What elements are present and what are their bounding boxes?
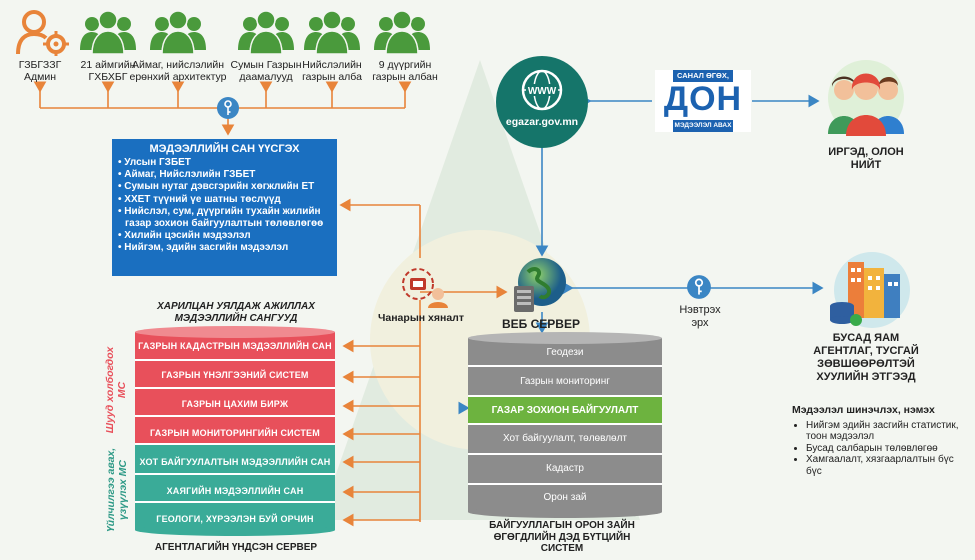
organizations-building-icon	[830, 252, 910, 328]
info-item: • Нийслэл, сум, дүүргийн тухайн жилийн г…	[118, 205, 324, 230]
list-item: Бусад салбарын төлөвлөгөө	[806, 443, 972, 455]
don-logo[interactable]: САНАЛ ӨГӨХ, ДОН МЭДЭЭЛЭЛ АВАХ	[655, 70, 751, 132]
quality-control-icon	[402, 268, 448, 308]
sdi-row-monitoring: Газрын мониторинг	[520, 375, 610, 387]
users-group-icon	[78, 10, 138, 61]
info-item: • Сумын нутаг дэвсгэрийн хөгжлийн ЕТ	[118, 181, 315, 193]
user-admin	[12, 10, 72, 61]
key-icon	[217, 97, 239, 119]
users-group-icon	[148, 10, 208, 61]
info-item: • Аймаг, Нийслэлийн ГЗБЕТ	[118, 169, 256, 181]
db-row-valuation: ГАЗРЫН ҮНЭЛГЭЭНИЙ СИСТЕМ	[161, 370, 309, 380]
spatial-data-cylinder	[468, 332, 662, 518]
www-text: WWW	[528, 86, 557, 97]
list-item: Хамгаалалт, хязгаарлалтын бүс бүс	[806, 454, 972, 477]
db-row-urban: ХОТ БАЙГУУЛАЛТЫН МЭДЭЭЛЛИЙН САН	[139, 457, 331, 467]
sdi-row-cadastre: Кадастр	[546, 462, 584, 474]
agency-server-label: АГЕНТЛАГИЙН ҮНДСЭН СЕРВЕР	[154, 542, 318, 553]
sdi-row-spatial: Орон зай	[543, 491, 587, 503]
info-box-title: МЭДЭЭЛЛИЙН САН ҮҮСГЭХ	[149, 143, 300, 155]
don-bottom-label: МЭДЭЭЛЭЛ АВАХ	[673, 120, 733, 132]
list-item: Нийгэм эдийн засгийн статистик, тоон мэд…	[806, 420, 972, 443]
db-row-address: ХАЯГИЙН МЭДЭЭЛЛИЙН САН	[166, 486, 304, 496]
users-group-icon	[236, 10, 296, 61]
info-item: • Хилийн цэсийн мэдээлэл	[118, 230, 251, 242]
access-key-icon	[687, 275, 711, 299]
users-group-icon	[372, 10, 432, 61]
web-server-label: ВЕБ СЕРВЕР	[502, 317, 580, 331]
egazar-domain: egazar.gov.mn	[505, 116, 579, 128]
sdi-row-urban-planning: Хот байгуулалт, төлөвлөлт	[502, 432, 628, 444]
egazar-portal[interactable]: WWW egazar.gov.mn	[496, 56, 588, 148]
agency-server-cylinder	[135, 326, 335, 536]
admin-gear-icon	[16, 10, 69, 56]
quality-control-label: Чанарын хяналт	[378, 312, 464, 324]
sdi-row-land-management: ГАЗАР ЗОХИОН БАЙГУУЛАЛТ	[491, 404, 639, 416]
db-row-geology: ГЕОЛОГИ, ХҮРЭЭЛЭН БУЙ ОРЧИН	[156, 514, 314, 524]
don-logo-text: ДОН	[663, 80, 743, 118]
citizens-icon	[828, 60, 904, 136]
info-item: • ХХЕТ түүний үе шатны төслүүд	[118, 193, 281, 205]
db-row-exchange: ГАЗРЫН ЦАХИМ БИРЖ	[181, 399, 289, 409]
info-item: • Нийгэм, эдийн засгийн мэдээлэл	[118, 242, 289, 254]
don-top-label: САНАЛ ӨГӨХ,	[673, 70, 733, 82]
info-item: • Улсын ГЗБЕТ	[118, 157, 191, 168]
update-info-list: Мэдээлэл шинэчлэх, нэмэх Нийгэм эдийн за…	[792, 404, 972, 477]
globe-www-icon: WWW	[521, 69, 563, 111]
database-creation-box: МЭДЭЭЛЛИЙН САН ҮҮСГЭХ • Улсын ГЗБЕТ • Ай…	[112, 139, 337, 276]
db-row-monitoring: ГАЗРЫН МОНИТОРИНГИЙН СИСТЕМ	[150, 428, 320, 438]
users-group-icon	[302, 10, 362, 61]
service-ms-label: Үйлчилгээ авах,үзүүлэх МС	[105, 447, 129, 533]
db-row-cadastre: ГАЗРЫН КАДАСТРЫН МЭДЭЭЛЛИЙН САН	[138, 341, 332, 351]
web-server-globe-icon	[514, 258, 566, 312]
sdi-row-geodesy: Геодези	[546, 346, 584, 358]
update-info-title: Мэдээлэл шинэчлэх, нэмэх	[792, 404, 935, 416]
